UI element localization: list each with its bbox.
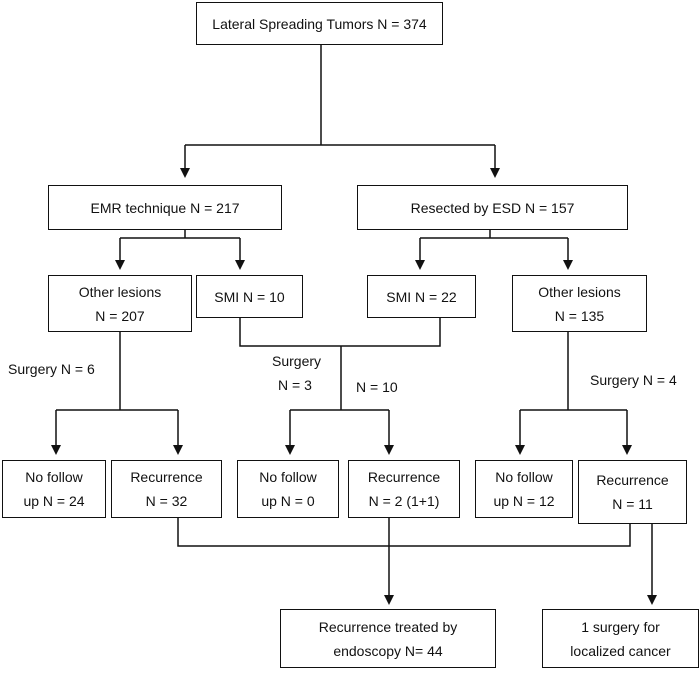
box-text-line1: 1 surgery for — [581, 618, 660, 635]
arrow-to-surgery — [647, 595, 657, 605]
box-text-line2: endoscopy N= 44 — [333, 642, 443, 659]
box-resected-by-esd: Resected by ESD N = 157 — [357, 185, 628, 230]
box-text: SMI N = 22 — [386, 288, 457, 305]
arrow-to-smi-nofollow — [285, 445, 295, 455]
connector-root — [184, 45, 496, 170]
box-text-line2: N = 135 — [554, 307, 605, 324]
connector-smi — [239, 318, 441, 447]
box-text-line1: No follow — [495, 469, 553, 485]
box-smi-no-follow-up: No follow up N = 0 — [237, 460, 339, 518]
box-surgery-localized-cancer: 1 surgery for localized cancer — [542, 609, 699, 668]
arrow-to-smi-recur — [384, 445, 394, 455]
box-esd-smi: SMI N = 22 — [367, 275, 476, 318]
box-emr-smi: SMI N = 10 — [196, 275, 303, 318]
arrow-to-endo — [384, 595, 394, 605]
box-lateral-spreading-tumors: Lateral Spreading Tumors N = 374 — [196, 2, 443, 45]
label-surgery-smi-n: N = 3 — [278, 377, 312, 393]
box-text-line1: Recurrence — [367, 469, 441, 485]
connector-emr-other — [55, 332, 179, 447]
arrow-to-emr — [180, 168, 190, 178]
label-n10: N = 10 — [356, 379, 398, 395]
box-text-line2: N = 11 — [612, 496, 653, 512]
box-esd-no-follow-up: No follow up N = 12 — [475, 460, 573, 518]
connector-esd-other — [519, 332, 628, 447]
box-emr-recurrence: Recurrence N = 32 — [111, 460, 222, 518]
box-text-line1: Recurrence — [130, 469, 203, 485]
connector-esd — [419, 230, 569, 262]
box-text-line1: Recurrence — [596, 472, 669, 488]
arrow-to-esd-other — [563, 260, 573, 270]
box-emr-technique: EMR technique N = 217 — [48, 185, 282, 230]
arrow-to-esd-nofollow — [515, 445, 525, 455]
box-recurrence-treated-by-endoscopy: Recurrence treated by endoscopy N= 44 — [280, 609, 496, 668]
box-smi-recurrence: Recurrence N = 2 (1+1) — [348, 460, 460, 518]
box-text-line2: localized cancer — [570, 642, 671, 659]
box-text-line2: N = 32 — [145, 493, 188, 509]
connector-emr — [119, 230, 241, 262]
box-text-line2: N = 207 — [95, 307, 145, 324]
label-surgery-smi: Surgery — [272, 353, 322, 369]
box-text: Resected by ESD N = 157 — [410, 199, 575, 216]
arrow-to-emr-nofollow — [51, 445, 61, 455]
arrow-to-emr-other — [115, 260, 125, 270]
arrow-to-esd-recur — [622, 445, 632, 455]
box-text-line1: Other lesions — [78, 283, 162, 300]
box-esd-recurrence: Recurrence N = 11 — [578, 460, 687, 524]
box-text: EMR technique N = 217 — [90, 199, 240, 216]
box-text-line2: up N = 12 — [493, 493, 555, 509]
box-text-line2: up N = 24 — [23, 493, 85, 509]
box-text: SMI N = 10 — [214, 288, 285, 305]
box-text-line2: up N = 0 — [261, 493, 315, 509]
box-emr-no-follow-up: No follow up N = 24 — [2, 460, 106, 518]
arrow-to-emr-recur — [173, 445, 183, 455]
arrow-to-esd-smi — [415, 260, 425, 270]
box-text: Lateral Spreading Tumors N = 374 — [212, 15, 427, 32]
box-text-line1: Other lesions — [538, 283, 621, 300]
label-surgery-esd: Surgery N = 4 — [590, 372, 677, 388]
arrow-to-emr-smi — [235, 260, 245, 270]
box-emr-other-lesions: Other lesions N = 207 — [48, 275, 192, 332]
box-esd-other-lesions: Other lesions N = 135 — [512, 275, 647, 332]
label-surgery-emr: Surgery N = 6 — [8, 361, 95, 377]
connector-recurrence-merge — [177, 518, 631, 597]
box-text-line1: Recurrence treated by — [318, 618, 458, 635]
box-text-line1: No follow — [259, 469, 317, 485]
box-text-line1: No follow — [25, 469, 83, 485]
arrow-to-esd — [490, 168, 500, 178]
box-text-line2: N = 2 (1+1) — [368, 493, 440, 509]
